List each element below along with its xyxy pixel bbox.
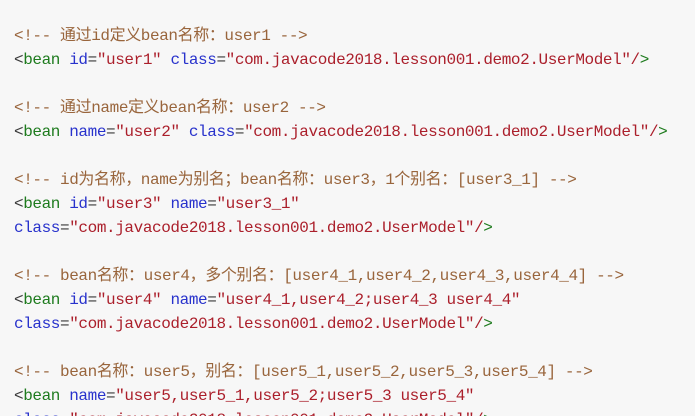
code-token-tag: bean bbox=[23, 291, 61, 309]
code-token-plain bbox=[180, 123, 189, 141]
code-token-comment: <!-- 通过id定义bean名称：user1 --> bbox=[14, 27, 308, 45]
code-token-attr: id bbox=[69, 291, 88, 309]
code-token-string: / bbox=[474, 315, 484, 333]
code-token-attr: class bbox=[14, 411, 60, 416]
code-token-attr: name bbox=[170, 291, 208, 309]
code-token-attr: class bbox=[170, 51, 217, 69]
code-token-punct: = bbox=[87, 51, 98, 69]
code-token-string: "user3" bbox=[96, 195, 162, 213]
code-line: <!-- bean名称：user5，别名：[user5_1,user5_2,us… bbox=[14, 360, 691, 384]
code-token-attr: name bbox=[69, 387, 107, 405]
code-token-string: "user5,user5_1,user5_2;user5_3 user5_4" bbox=[115, 387, 475, 405]
code-token-plain bbox=[60, 51, 69, 69]
code-token-string: / bbox=[474, 219, 484, 237]
code-line: <bean name="user5,user5_1,user5_2;user5_… bbox=[14, 384, 691, 408]
code-token-punct: = bbox=[87, 195, 98, 213]
code-token-plain bbox=[60, 291, 69, 309]
code-token-punct: = bbox=[60, 411, 70, 416]
code-token-punct: = bbox=[60, 219, 70, 237]
code-token-comment: <!-- 通过name定义bean名称：user2 --> bbox=[14, 99, 326, 117]
code-token-tag: > bbox=[658, 123, 668, 141]
code-line: <bean id="user3" name="user3_1" bbox=[14, 192, 691, 216]
code-token-punct: < bbox=[14, 195, 24, 213]
code-token-attr: name bbox=[170, 195, 208, 213]
code-token-string: "user3_1" bbox=[216, 195, 300, 213]
code-token-punct: < bbox=[14, 51, 24, 69]
code-token-string: "com.javacode2018.lesson001.demo2.UserMo… bbox=[225, 51, 631, 69]
code-line: <bean name="user2" class="com.javacode20… bbox=[14, 120, 691, 144]
code-token-comment: <!-- id为名称，name为别名；bean名称：user3，1个别名：[us… bbox=[14, 171, 577, 189]
code-token-punct: = bbox=[106, 387, 116, 405]
code-token-string: "com.javacode2018.lesson001.demo2.UserMo… bbox=[244, 123, 649, 141]
code-line: class="com.javacode2018.lesson001.demo2.… bbox=[14, 312, 691, 336]
code-line: <!-- 通过name定义bean名称：user2 --> bbox=[14, 96, 691, 120]
code-token-plain bbox=[60, 195, 69, 213]
code-token-string: "user2" bbox=[115, 123, 180, 141]
code-line: class="com.javacode2018.lesson001.demo2.… bbox=[14, 216, 691, 240]
code-token-tag: > bbox=[483, 411, 493, 416]
code-token-comment: <!-- bean名称：user5，别名：[user5_1,user5_2,us… bbox=[14, 363, 593, 381]
code-line: class="com.javacode2018.lesson001.demo2.… bbox=[14, 408, 691, 416]
code-token-plain bbox=[60, 123, 69, 141]
code-token-tag: > bbox=[483, 315, 493, 333]
code-token-tag: > bbox=[483, 219, 493, 237]
code-token-tag: bean bbox=[23, 123, 61, 141]
code-token-punct: = bbox=[234, 123, 245, 141]
code-token-punct: = bbox=[87, 291, 98, 309]
xml-code-block: <!-- 通过id定义bean名称：user1 --><bean id="use… bbox=[0, 16, 695, 416]
code-line: <!-- bean名称：user4，多个别名：[user4_1,user4_2,… bbox=[14, 264, 691, 288]
code-token-string: "user1" bbox=[96, 51, 162, 69]
code-token-punct: < bbox=[14, 291, 24, 309]
code-line: <!-- 通过id定义bean名称：user1 --> bbox=[14, 24, 691, 48]
code-token-tag: bean bbox=[23, 387, 61, 405]
code-token-plain bbox=[60, 387, 69, 405]
code-token-punct: = bbox=[207, 195, 217, 213]
code-token-string: "user4_1,user4_2;user4_3 user4_4" bbox=[216, 291, 521, 309]
code-token-string: / bbox=[630, 51, 641, 69]
code-token-comment: <!-- bean名称：user4，多个别名：[user4_1,user4_2,… bbox=[14, 267, 624, 285]
code-line: <!-- id为名称，name为别名；bean名称：user3，1个别名：[us… bbox=[14, 168, 691, 192]
code-token-attr: class bbox=[14, 219, 61, 237]
code-token-punct: < bbox=[14, 123, 24, 141]
code-line: <bean id="user1" class="com.javacode2018… bbox=[14, 48, 691, 72]
code-line: <bean id="user4" name="user4_1,user4_2;u… bbox=[14, 288, 691, 312]
code-token-tag: bean bbox=[23, 195, 61, 213]
code-token-string: "user4" bbox=[96, 291, 162, 309]
code-token-punct: = bbox=[106, 123, 116, 141]
code-token-string: "com.javacode2018.lesson001.demo2.UserMo… bbox=[69, 219, 475, 237]
code-token-punct: < bbox=[14, 387, 24, 405]
code-token-attr: class bbox=[188, 123, 235, 141]
code-token-attr: id bbox=[69, 195, 88, 213]
code-token-string: "com.javacode2018.lesson001.demo2.UserMo… bbox=[69, 315, 475, 333]
code-token-tag: > bbox=[639, 51, 650, 69]
code-token-punct: = bbox=[60, 315, 70, 333]
code-line bbox=[14, 144, 691, 168]
code-token-punct: = bbox=[207, 291, 217, 309]
code-line bbox=[14, 336, 691, 360]
code-line bbox=[14, 72, 691, 96]
code-token-string: "com.javacode2018.lesson001.demo2.UserMo… bbox=[69, 411, 474, 416]
code-token-string: / bbox=[648, 123, 659, 141]
code-line bbox=[14, 240, 691, 264]
code-token-attr: name bbox=[69, 123, 107, 141]
code-token-punct: = bbox=[216, 51, 226, 69]
code-token-string: / bbox=[474, 411, 484, 416]
code-token-tag: bean bbox=[23, 51, 61, 69]
code-token-attr: class bbox=[14, 315, 61, 333]
code-token-attr: id bbox=[69, 51, 88, 69]
